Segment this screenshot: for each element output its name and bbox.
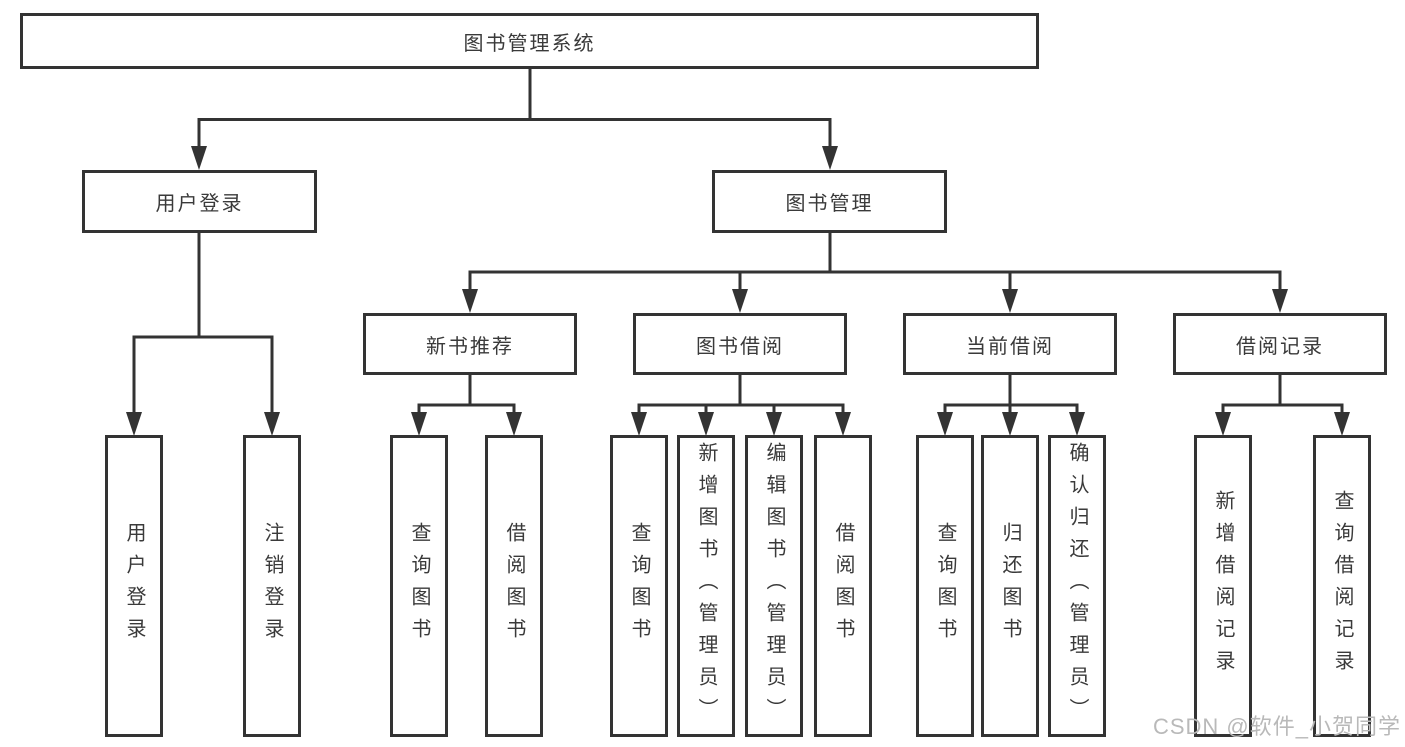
leaf-edit-book-admin-label: 编辑图书（管理员）: [763, 442, 785, 730]
leaf-add-borrow-record-label: 新增借阅记录: [1212, 490, 1234, 682]
leaf-query-books-borrow-label: 查询图书: [628, 522, 650, 650]
leaf-return-books-label: 归还图书: [999, 522, 1021, 650]
leaf-logout: 注销登录: [243, 435, 301, 737]
leaf-query-books-recommend: 查询图书: [390, 435, 448, 737]
watermark-text: CSDN @软件_小贺同学: [1152, 714, 1401, 739]
leaf-borrow-books: 借阅图书: [814, 435, 872, 737]
node-user-login: 用户登录: [82, 170, 317, 233]
node-borrowing-records: 借阅记录: [1173, 313, 1387, 375]
leaf-add-borrow-record: 新增借阅记录: [1194, 435, 1252, 737]
node-library-management-system: 图书管理系统: [20, 13, 1039, 69]
leaf-borrow-books-recommend: 借阅图书: [485, 435, 543, 737]
leaf-query-books-recommend-label: 查询图书: [408, 522, 430, 650]
leaf-query-borrow-record: 查询借阅记录: [1313, 435, 1371, 737]
node-book-borrowing: 图书借阅: [633, 313, 847, 375]
leaf-user-login: 用户登录: [105, 435, 163, 737]
leaf-confirm-return-admin: 确认归还（管理员）: [1048, 435, 1106, 737]
leaf-add-book-admin-label: 新增图书（管理员）: [695, 442, 717, 730]
leaf-borrow-books-recommend-label: 借阅图书: [503, 522, 525, 650]
leaf-query-books-borrow: 查询图书: [610, 435, 668, 737]
leaf-confirm-return-admin-label: 确认归还（管理员）: [1066, 442, 1088, 730]
node-book-management: 图书管理: [712, 170, 947, 233]
leaf-borrow-books-label: 借阅图书: [832, 522, 854, 650]
leaf-user-login-label: 用户登录: [123, 522, 145, 650]
leaf-logout-label: 注销登录: [261, 522, 283, 650]
leaf-return-books: 归还图书: [981, 435, 1039, 737]
leaf-edit-book-admin: 编辑图书（管理员）: [745, 435, 803, 737]
node-current-borrowing: 当前借阅: [903, 313, 1117, 375]
leaf-query-books-current-label: 查询图书: [934, 522, 956, 650]
leaf-add-book-admin: 新增图书（管理员）: [677, 435, 735, 737]
node-new-book-recommend: 新书推荐: [363, 313, 577, 375]
leaf-query-borrow-record-label: 查询借阅记录: [1331, 490, 1353, 682]
leaf-query-books-current: 查询图书: [916, 435, 974, 737]
